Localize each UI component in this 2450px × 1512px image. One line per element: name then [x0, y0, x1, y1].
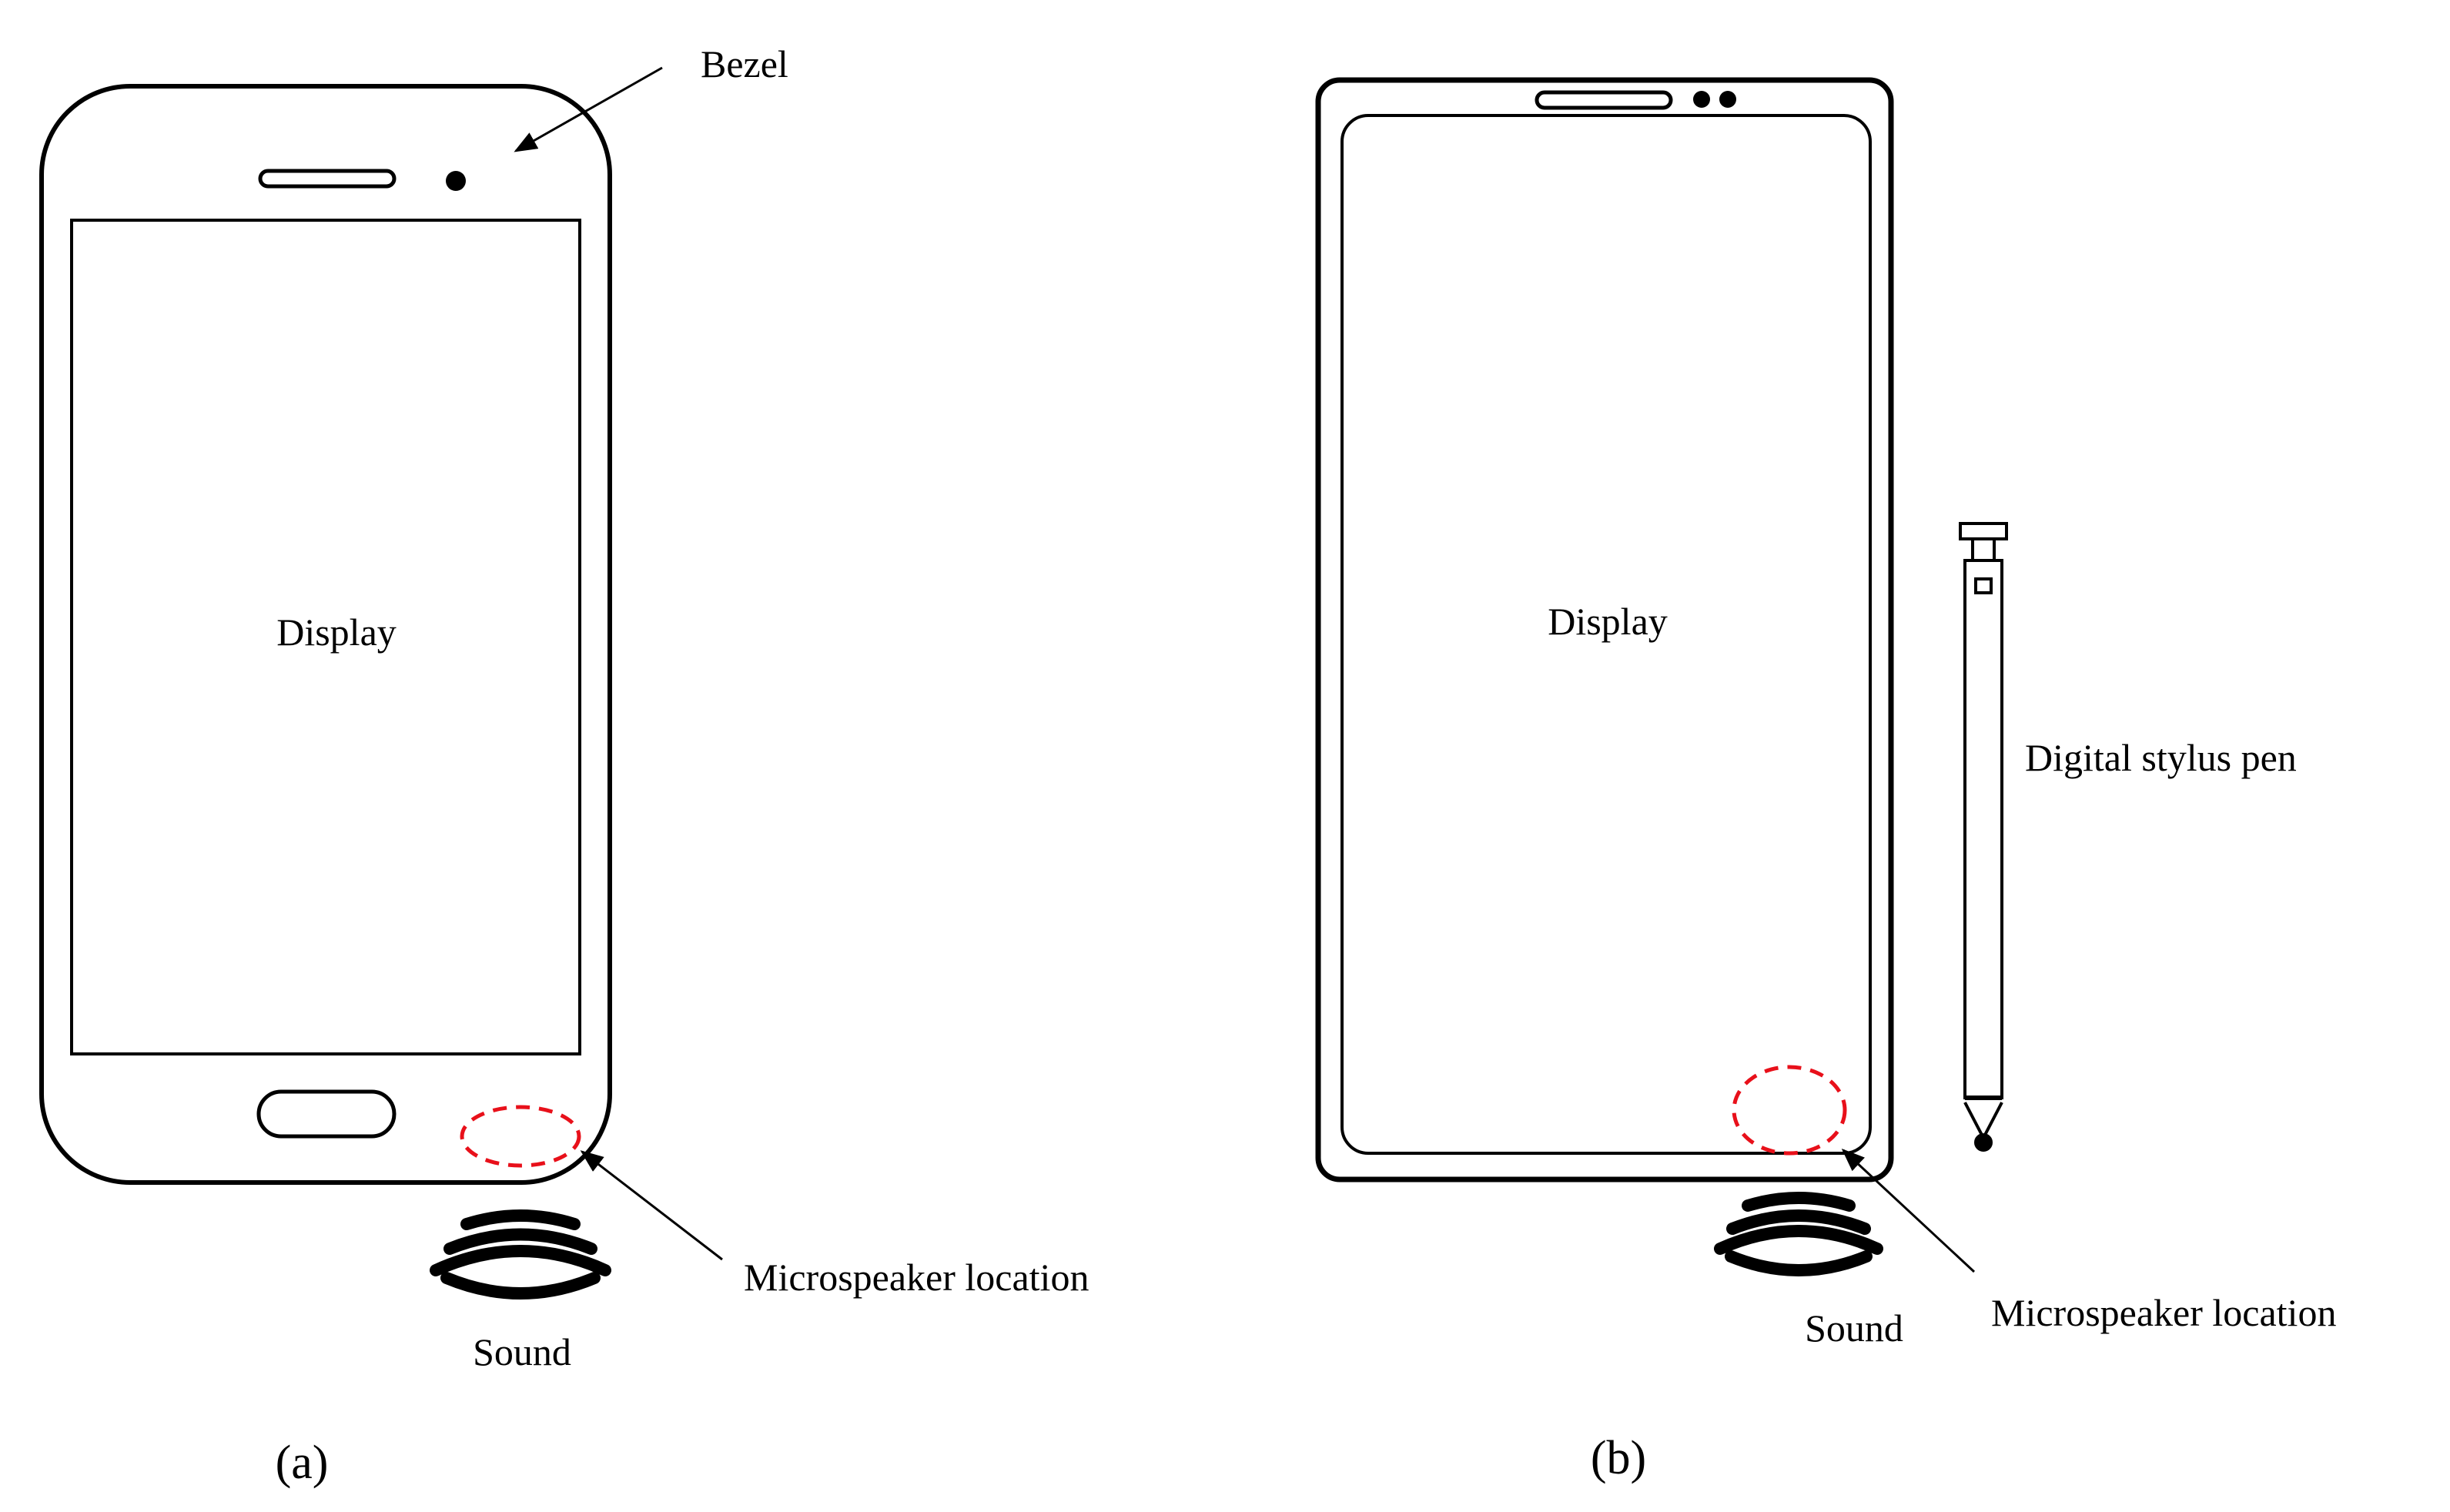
phone-b-camera-left	[1693, 91, 1710, 108]
display-label-a: Display	[276, 610, 397, 654]
microspeaker-arrow-b	[1841, 1148, 1976, 1273]
phone-a-front-camera	[446, 171, 466, 191]
microspeaker-highlight-icon	[1732, 1065, 1847, 1156]
caption-a: (a)	[276, 1437, 329, 1489]
sound-waves-icon	[1714, 1192, 1883, 1276]
microspeaker-label-a: Microspeaker location	[744, 1256, 1089, 1299]
phone-b-camera-right	[1719, 91, 1736, 108]
stylus-pen-icon	[1959, 522, 2008, 1152]
display-label-b: Display	[1548, 600, 1668, 643]
sound-label-a: Sound	[473, 1330, 571, 1373]
phone-a-earpiece	[258, 169, 397, 189]
phone-b-display	[1340, 114, 1872, 1155]
bezel-arrow	[514, 66, 663, 152]
microspeaker-label-b: Microspeaker location	[1991, 1291, 2336, 1334]
caption-b: (b)	[1591, 1432, 1646, 1484]
phone-b-body	[1315, 77, 1894, 1183]
phone-a-body	[39, 84, 612, 1185]
microspeaker-arrow-a	[580, 1150, 723, 1261]
phone-a-display	[70, 219, 581, 1055]
stylus-label: Digital stylus pen	[2025, 736, 2297, 779]
sound-label-b: Sound	[1805, 1306, 1903, 1350]
microspeaker-highlight-icon	[460, 1105, 581, 1168]
phone-a-home-button	[256, 1089, 397, 1139]
panel-b: Display Digital stylus pen Microspeaker …	[1315, 77, 2336, 1484]
phone-b-earpiece	[1535, 90, 1673, 110]
bezel-label: Bezel	[701, 42, 788, 85]
sound-waves-icon	[430, 1209, 611, 1300]
panel-a: Bezel Display Microspeaker location Soun…	[39, 42, 1089, 1489]
